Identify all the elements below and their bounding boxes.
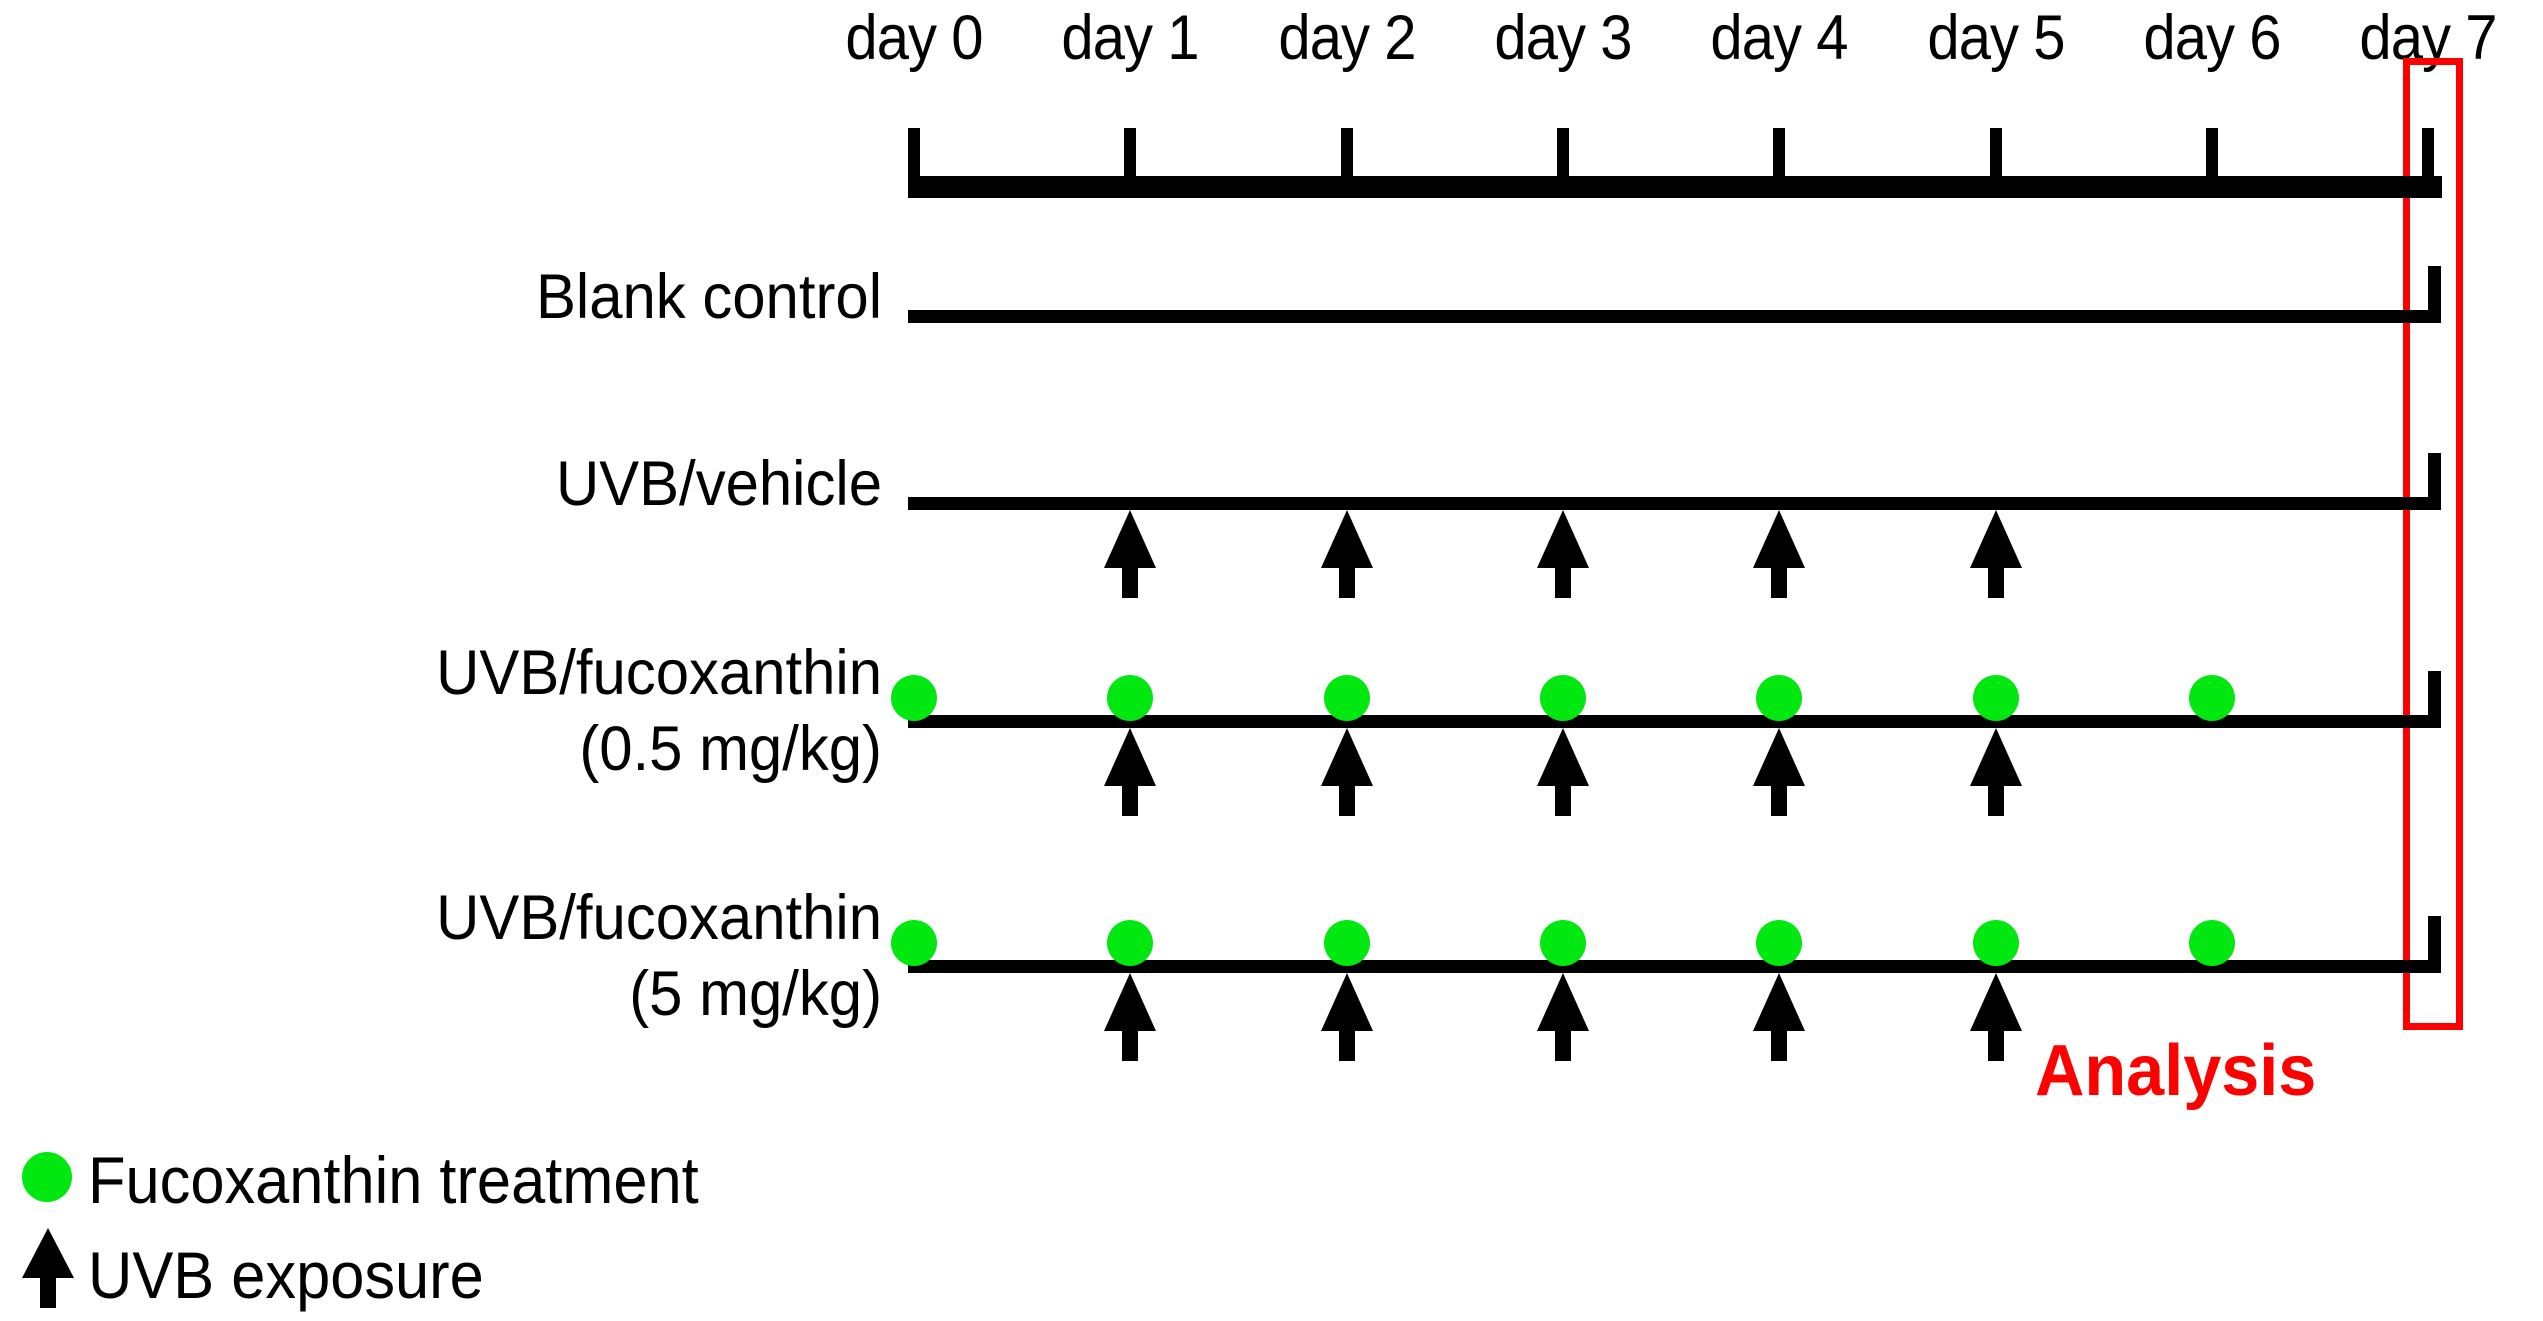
day-label-4: day 4 (1710, 3, 1849, 73)
fucoxanthin-dot-day-1 (1107, 920, 1154, 966)
arrow-head (1969, 728, 2022, 786)
arrow-head (1320, 973, 1373, 1031)
fucoxanthin-dot-day-0 (891, 675, 937, 721)
fucoxanthin-dot-day-0 (891, 920, 937, 966)
uvb-arrow-day-4 (1753, 973, 1806, 1061)
uvb-arrow-day-5 (1969, 510, 2022, 598)
uvb-arrow-day-2 (1320, 510, 1373, 598)
arrow-shaft (1554, 780, 1571, 816)
fucoxanthin-dot-day-4 (1756, 675, 1803, 721)
arrow-shaft (1771, 780, 1788, 816)
fucoxanthin-dot-day-3 (1539, 675, 1586, 721)
row-end-tick-uvb-fucoxanthin-0-5 (2428, 671, 2441, 721)
legend-uvb-arrow-icon (22, 1228, 74, 1308)
arrow-head (1753, 973, 1806, 1031)
fucoxanthin-dot-day-3 (1539, 920, 1586, 966)
row-timeline-uvb-fucoxanthin-0-5 (908, 715, 2441, 728)
axis-tick-day-6 (2205, 128, 2218, 180)
uvb-arrow-day-2 (1320, 973, 1373, 1061)
arrow-shaft (1771, 1025, 1788, 1061)
uvb-arrow-day-5 (1969, 973, 2022, 1061)
row-label-line2: (5 mg/kg) (629, 959, 882, 1029)
arrow-shaft (1987, 780, 2004, 816)
arrow-head (1753, 728, 1806, 786)
day-label-6: day 6 (2143, 3, 2281, 73)
row-timeline-uvb-vehicle (908, 497, 2441, 510)
axis-tick-day-7 (2422, 128, 2435, 180)
uvb-arrow-day-4 (1753, 510, 1806, 598)
arrow-shaft (1987, 1025, 2004, 1061)
arrow-shaft (1554, 1025, 1571, 1061)
fucoxanthin-dot-day-4 (1756, 920, 1803, 966)
row-label-line1: UVB/fucoxanthin (436, 883, 882, 953)
arrow-shaft (1338, 1025, 1355, 1061)
uvb-arrow-day-4 (1753, 728, 1806, 816)
fucoxanthin-dot-day-5 (1972, 675, 2019, 721)
uvb-arrow-day-1 (1104, 510, 1157, 598)
legend-fucoxanthin-label: Fucoxanthin treatment (88, 1143, 699, 1217)
fucoxanthin-dot-day-2 (1323, 675, 1370, 721)
arrow-head (1753, 510, 1806, 568)
axis-tick-day-3 (1556, 128, 1569, 180)
uvb-arrow-day-1 (1104, 728, 1157, 816)
row-end-tick-uvb-fucoxanthin-5 (2428, 916, 2441, 966)
arrow-shaft (1122, 780, 1139, 816)
row-label-blank-control: Blank control (160, 262, 882, 332)
arrow-shaft (1338, 780, 1355, 816)
axis-tick-day-5 (1989, 128, 2002, 180)
arrow-shaft (1554, 562, 1571, 598)
arrow-head (1104, 973, 1157, 1031)
row-label-line1: Blank control (536, 262, 882, 332)
uvb-arrow-day-2 (1320, 728, 1373, 816)
arrow-head (1320, 728, 1373, 786)
arrow-head (1969, 510, 2022, 568)
arrow-head (1104, 728, 1157, 786)
axis-tick-day-0 (908, 128, 920, 180)
legend-uvb-label: UVB exposure (88, 1238, 484, 1312)
analysis-label: Analysis (2035, 1031, 2317, 1111)
timeline-axis-bar (908, 176, 2442, 198)
row-label-line1: UVB/fucoxanthin (436, 638, 882, 708)
arrow-head (1536, 728, 1589, 786)
row-end-tick-uvb-vehicle (2428, 453, 2441, 503)
axis-tick-day-1 (1124, 128, 1137, 180)
arrow-head (1320, 510, 1373, 568)
uvb-arrow-day-1 (1104, 973, 1157, 1061)
arrow-head (1969, 973, 2022, 1031)
day-label-1: day 1 (1061, 3, 1200, 73)
row-end-tick-blank-control (2428, 266, 2441, 316)
row-timeline-uvb-fucoxanthin-5 (908, 960, 2441, 973)
arrow-shaft (1338, 562, 1355, 598)
day-label-5: day 5 (1926, 3, 2065, 73)
day-label-2: day 2 (1277, 3, 1416, 73)
day-label-3: day 3 (1494, 3, 1632, 73)
row-label-uvb-fucoxanthin-5: UVB/fucoxanthin(5 mg/kg) (160, 880, 882, 1032)
legend-fucoxanthin-dot-icon (22, 1152, 72, 1202)
arrow-head (1104, 510, 1157, 568)
arrow-shaft (1987, 562, 2004, 598)
arrow-shaft (1122, 562, 1139, 598)
row-timeline-blank-control (908, 310, 2441, 323)
fucoxanthin-dot-day-6 (2188, 920, 2235, 966)
row-label-uvb-fucoxanthin-0-5: UVB/fucoxanthin(0.5 mg/kg) (160, 635, 882, 787)
arrow-head (1536, 973, 1589, 1031)
row-label-uvb-vehicle: UVB/vehicle (160, 449, 882, 519)
uvb-arrow-day-3 (1536, 510, 1589, 598)
row-label-line2: (0.5 mg/kg) (579, 714, 882, 784)
fucoxanthin-dot-day-6 (2188, 675, 2235, 721)
fucoxanthin-dot-day-2 (1323, 920, 1370, 966)
arrow-shaft (1771, 562, 1788, 598)
arrow-head (1536, 510, 1589, 568)
fucoxanthin-dot-day-1 (1107, 675, 1154, 721)
analysis-highlight-box (2403, 58, 2463, 1030)
uvb-arrow-day-3 (1536, 973, 1589, 1061)
day-label-0: day 0 (845, 3, 983, 73)
fucoxanthin-dot-day-5 (1972, 920, 2019, 966)
uvb-arrow-day-5 (1969, 728, 2022, 816)
arrow-shaft (1122, 1025, 1139, 1061)
axis-tick-day-2 (1340, 128, 1353, 180)
row-label-line1: UVB/vehicle (556, 449, 882, 519)
axis-tick-day-4 (1773, 128, 1786, 180)
uvb-arrow-day-3 (1536, 728, 1589, 816)
